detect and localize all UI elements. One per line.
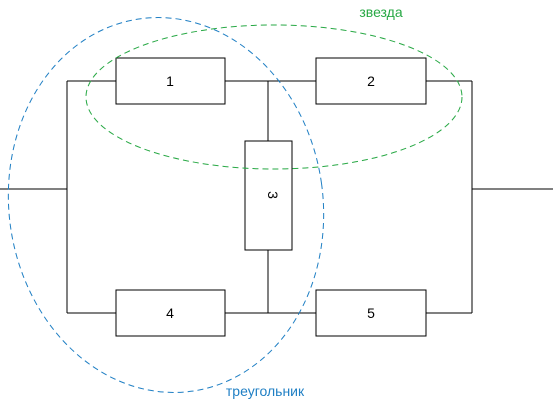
resistor-2 xyxy=(315,57,427,105)
star-group-outline xyxy=(85,24,463,170)
resistor-3 xyxy=(244,140,293,251)
resistor-5 xyxy=(315,289,427,337)
resistor-1 xyxy=(115,57,226,105)
wires xyxy=(0,80,553,314)
resistor-1-label: 1 xyxy=(166,73,174,89)
resistor-4-label: 4 xyxy=(166,305,174,321)
resistor-5-label: 5 xyxy=(367,305,375,321)
resistor-2-label: 2 xyxy=(367,73,375,89)
resistor-3-label: 3 xyxy=(265,191,281,199)
triangle-group-label: треугольник xyxy=(226,383,305,399)
star-group-label: звезда xyxy=(359,4,402,20)
resistor-4 xyxy=(115,289,226,337)
triangle-group-outline xyxy=(7,17,325,393)
